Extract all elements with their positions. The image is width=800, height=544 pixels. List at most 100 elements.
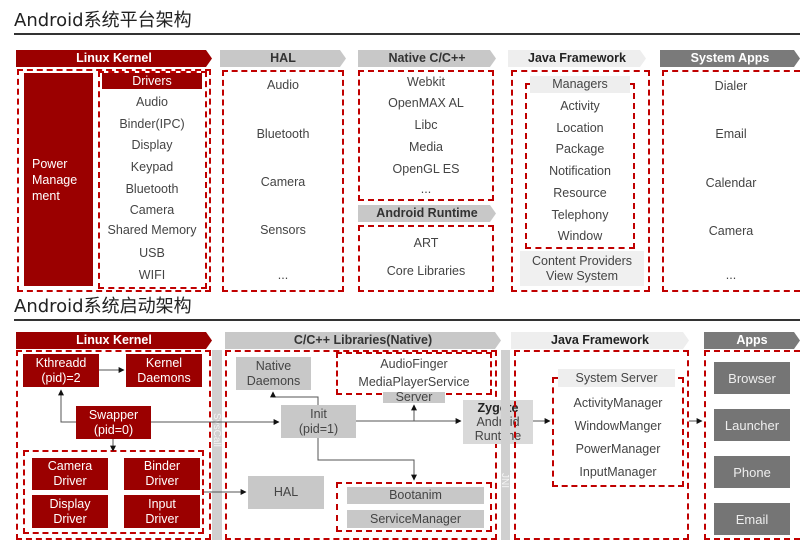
input-driver-block: Input Driver (124, 495, 200, 528)
driver-item: Keypad (130, 160, 174, 174)
arrow-init-to-boot-services (317, 438, 417, 481)
system-service-item: ActivityManager (573, 396, 663, 410)
system-apps-header: System Apps (660, 50, 800, 67)
system-service-item: InputManager (579, 465, 657, 479)
drivers-group (98, 71, 207, 289)
kernel-daemons-block: Kernel Daemons (126, 354, 202, 387)
init-pid: (pid=1) (298, 421, 339, 436)
view-system-label: View System (545, 269, 618, 283)
runtime-item: ART (413, 236, 439, 250)
hal-group (222, 70, 344, 292)
driver-item: Binder(IPC) (119, 117, 185, 131)
kthreadd-block: Kthreadd (pid)=2 (23, 354, 99, 387)
hal-item: Camera (260, 175, 306, 189)
native-lib-item: Webkit (407, 75, 445, 89)
system-app-item: ... (725, 268, 737, 282)
system-service-item: PowerManager (575, 442, 661, 456)
input-driver-line2: Driver (145, 511, 179, 526)
native-libraries-header: C/C++ Libraries(Native) (225, 332, 501, 349)
kthreadd-pid: (pid)=2 (41, 370, 81, 385)
java-framework-group (511, 70, 650, 292)
boot-java-framework-group (514, 350, 689, 540)
jni-label: JNI (499, 472, 510, 488)
native-daemons-line2: Daemons (246, 373, 301, 388)
manager-item: Location (556, 121, 604, 135)
app-tile-label: Browser (728, 370, 776, 386)
boot-apps-header: Apps (704, 332, 800, 349)
app-tile[interactable]: Launcher (714, 409, 790, 441)
managers-header: Managers (530, 76, 630, 93)
native-lib-item: ... (420, 182, 432, 196)
native-daemons-block: Native Daemons (236, 357, 311, 390)
input-driver-line1: Input (148, 496, 176, 511)
native-lib-item: Libc (414, 118, 438, 132)
service-manager-label: ServiceManager (369, 511, 461, 526)
power-management-label: Power Manage ment (32, 156, 78, 203)
app-tile[interactable]: Phone (714, 456, 790, 488)
swapper-label: Swapper (88, 407, 139, 422)
syscall-label: SysCall (211, 413, 222, 447)
java-framework-header: Java Framework (508, 50, 646, 67)
boot-java-framework-header: Java Framework (511, 332, 689, 349)
boot-apps-group (704, 350, 800, 540)
manager-item: Package (555, 142, 605, 156)
arrow-init-to-native-daemons (270, 391, 319, 405)
driver-item: Camera (129, 203, 175, 217)
hal-item: ... (277, 268, 289, 282)
runtime-item: Core Libraries (386, 264, 466, 278)
display-driver-line1: Display (49, 496, 91, 511)
display-driver-block: Display Driver (32, 495, 108, 528)
hal-label: HAL (273, 485, 299, 499)
manager-item: Window (557, 229, 603, 243)
system-service-item: WindowManger (574, 419, 662, 433)
system-server-header: System Server (558, 369, 675, 387)
section1-divider (14, 33, 800, 35)
driver-item: Audio (136, 95, 168, 109)
android-runtime-header: Android Runtime (358, 205, 496, 222)
camera-driver-block: Camera Driver (32, 458, 108, 490)
init-block: Init (pid=1) (281, 405, 356, 438)
driver-item: Display (131, 138, 173, 152)
camera-driver-line2: Driver (53, 474, 87, 488)
binder-driver-line1: Binder (143, 459, 181, 473)
bootanim-block: Bootanim (347, 487, 484, 504)
manager-item: Resource (553, 186, 607, 200)
system-app-item: Calendar (705, 176, 757, 190)
content-providers-label: Content Providers (531, 254, 633, 268)
camera-driver-line1: Camera (47, 459, 93, 473)
native-group (358, 70, 494, 201)
driver-item: Bluetooth (125, 182, 179, 196)
native-libraries-group (225, 350, 497, 540)
manager-item: Telephony (551, 208, 609, 222)
app-tile[interactable]: Email (714, 503, 790, 535)
hal-block: HAL (248, 476, 324, 509)
syscall-bar (212, 350, 222, 540)
binder-driver-line2: Driver (145, 474, 179, 488)
swapper-block: Swapper (pid=0) (76, 406, 151, 439)
power-management-block: Power Manage ment (24, 73, 93, 286)
boot-linux-kernel-header: Linux Kernel (16, 332, 212, 349)
drivers-header: Drivers (102, 73, 202, 89)
native-lib-item: OpenMAX AL (388, 96, 464, 110)
driver-item: USB (139, 246, 165, 260)
android-runtime-group (358, 225, 494, 292)
system-app-item: Dialer (714, 79, 748, 93)
server-label: Server (383, 391, 445, 403)
manager-item: Notification (549, 164, 611, 178)
kernel-daemons-line2: Daemons (137, 370, 191, 385)
driver-item: WIFI (138, 268, 166, 282)
audio-finger-label: AudioFinger (380, 357, 448, 371)
native-lib-item: Media (408, 140, 444, 154)
app-tile[interactable]: Browser (714, 362, 790, 394)
native-lib-item: OpenGL ES (392, 162, 460, 176)
linux-kernel-group (17, 69, 211, 292)
section2-title: Android系统启动架构 (14, 296, 192, 317)
native-header: Native C/C++ (358, 50, 496, 67)
hal-header: HAL (220, 50, 346, 67)
hal-item: Bluetooth (256, 127, 310, 141)
service-manager-block: ServiceManager (347, 510, 484, 528)
jni-bar (501, 350, 510, 540)
system-app-item: Email (715, 127, 747, 141)
kthreadd-label: Kthreadd (35, 355, 87, 370)
